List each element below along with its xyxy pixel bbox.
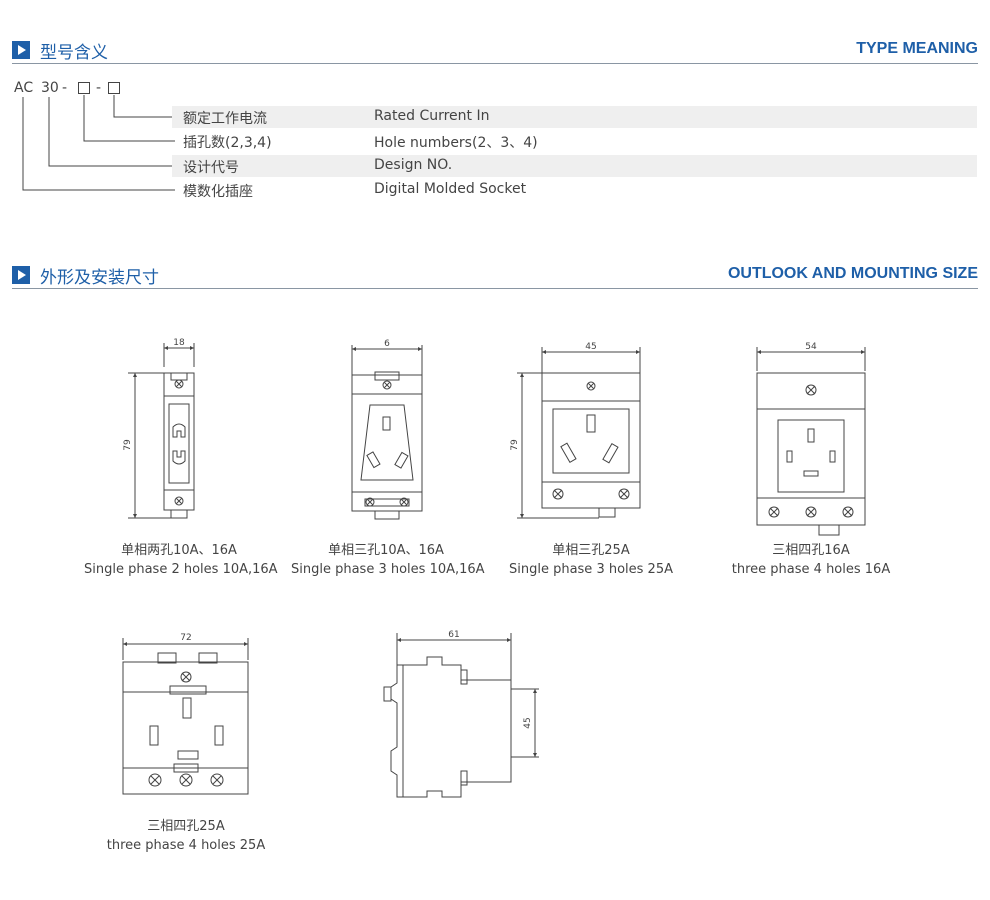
model-code-leader-lines xyxy=(22,95,175,191)
caption-cn: 三相四孔25A xyxy=(147,819,225,834)
dimension-label: 79 xyxy=(123,439,133,451)
drawing-three-phase-4-holes-25a: 72 xyxy=(122,633,249,795)
drawing-single-phase-3-holes-25a: 45 79 xyxy=(510,342,641,519)
section-title-cn: 外形及安装尺寸 xyxy=(40,268,159,288)
meaning-row: 插孔数(2,3,4) Hole numbers(2、3、4) xyxy=(172,130,977,152)
meaning-row-cn: 模数化插座 xyxy=(183,184,253,200)
caption-en: Single phase 3 holes 25A xyxy=(508,562,673,577)
drawing-single-phase-3-holes-10a: 6 xyxy=(351,339,423,520)
caption-en: Single phase 2 holes 10A,16A xyxy=(84,562,278,577)
meaning-row-cn: 插孔数(2,3,4) xyxy=(183,135,272,151)
drawing-caption: 三相四孔25A three phase 4 holes 25A xyxy=(91,817,281,855)
dimension-label: 6 xyxy=(384,339,390,349)
meaning-row-en: Design NO. xyxy=(374,157,453,173)
caption-cn: 单相三孔10A、16A xyxy=(328,543,444,558)
section-title-cn: 型号含义 xyxy=(40,43,108,63)
play-arrow-icon xyxy=(12,41,30,59)
meaning-row-cn: 额定工作电流 xyxy=(183,111,267,127)
meaning-row: 模数化插座 Digital Molded Socket xyxy=(172,179,977,201)
dimension-label: 54 xyxy=(805,342,817,352)
play-arrow-icon xyxy=(12,266,30,284)
drawing-three-phase-4-holes-16a: 54 xyxy=(756,342,866,536)
model-code-box-current xyxy=(108,82,120,94)
caption-en: three phase 4 holes 25A xyxy=(106,838,266,853)
caption-en: three phase 4 holes 16A xyxy=(731,562,891,577)
section-header-outlook: 外形及安装尺寸 OUTLOOK AND MOUNTING SIZE xyxy=(12,262,978,289)
drawing-caption: 单相两孔10A、16A Single phase 2 holes 10A,16A xyxy=(84,541,278,579)
dimension-label: 72 xyxy=(180,633,191,643)
caption-cn: 单相三孔25A xyxy=(552,543,630,558)
drawing-caption: 三相四孔16A three phase 4 holes 16A xyxy=(716,541,906,579)
drawing-caption: 单相三孔10A、16A Single phase 3 holes 10A,16A xyxy=(291,541,485,579)
caption-cn: 三相四孔16A xyxy=(772,543,850,558)
dimension-label: 79 xyxy=(510,439,520,451)
model-code-rating: 30 xyxy=(41,80,59,96)
caption-cn: 单相两孔10A、16A xyxy=(121,543,237,558)
model-code-box-holes xyxy=(78,82,90,94)
meaning-row-en: Hole numbers(2、3、4) xyxy=(374,135,538,151)
section-title-en: OUTLOOK AND MOUNTING SIZE xyxy=(727,265,978,282)
section-header-type-meaning: 型号含义 TYPE MEANING xyxy=(12,37,978,64)
model-code-prefix: AC xyxy=(14,80,34,96)
drawing-single-phase-2-holes: 18 79 xyxy=(123,338,195,519)
dimension-label: 45 xyxy=(523,717,533,728)
dimension-label: 45 xyxy=(585,342,596,352)
dimension-label: 18 xyxy=(173,338,185,348)
meaning-row-en: Digital Molded Socket xyxy=(374,181,527,197)
drawing-caption: 单相三孔25A Single phase 3 holes 25A xyxy=(496,541,686,579)
meaning-row: 额定工作电流 Rated Current In xyxy=(172,106,977,128)
drawing-side-view: 61 45 xyxy=(383,630,539,798)
dimension-label: 61 xyxy=(448,630,459,640)
meaning-row-en: Rated Current In xyxy=(374,108,490,124)
meaning-row-cn: 设计代号 xyxy=(183,160,239,176)
section-title-en: TYPE MEANING xyxy=(856,40,978,57)
model-code-dash: - xyxy=(96,80,102,96)
caption-en: Single phase 3 holes 10A,16A xyxy=(291,562,485,577)
model-code-dash: - xyxy=(62,80,68,96)
meaning-row: 设计代号 Design NO. xyxy=(172,155,977,177)
